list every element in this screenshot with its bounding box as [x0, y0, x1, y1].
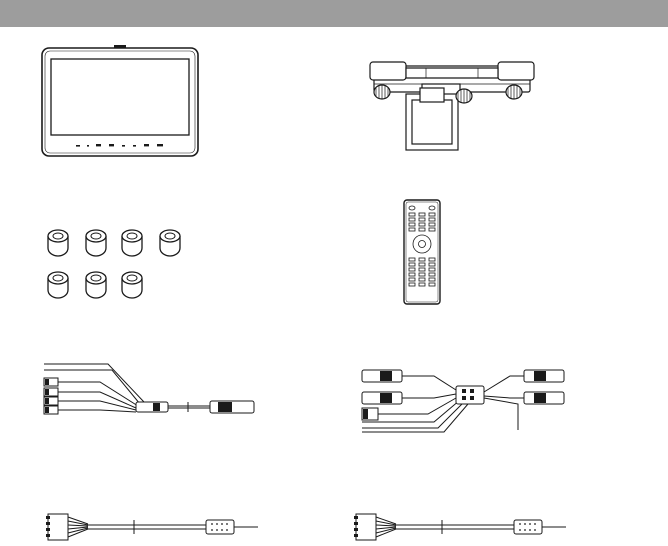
y-splitter-cable-icon: [356, 360, 578, 436]
cylindrical-spacers-icon: [44, 224, 194, 306]
headrest-mount-bracket-icon: [366, 54, 538, 156]
header-bar: [0, 0, 668, 27]
power-harness-icon: [44, 508, 270, 544]
remote-control-icon: [400, 196, 444, 308]
power-harness-icon: [352, 508, 578, 544]
av-input-cable-icon: [40, 358, 262, 424]
headrest-monitor-icon: [40, 44, 200, 160]
